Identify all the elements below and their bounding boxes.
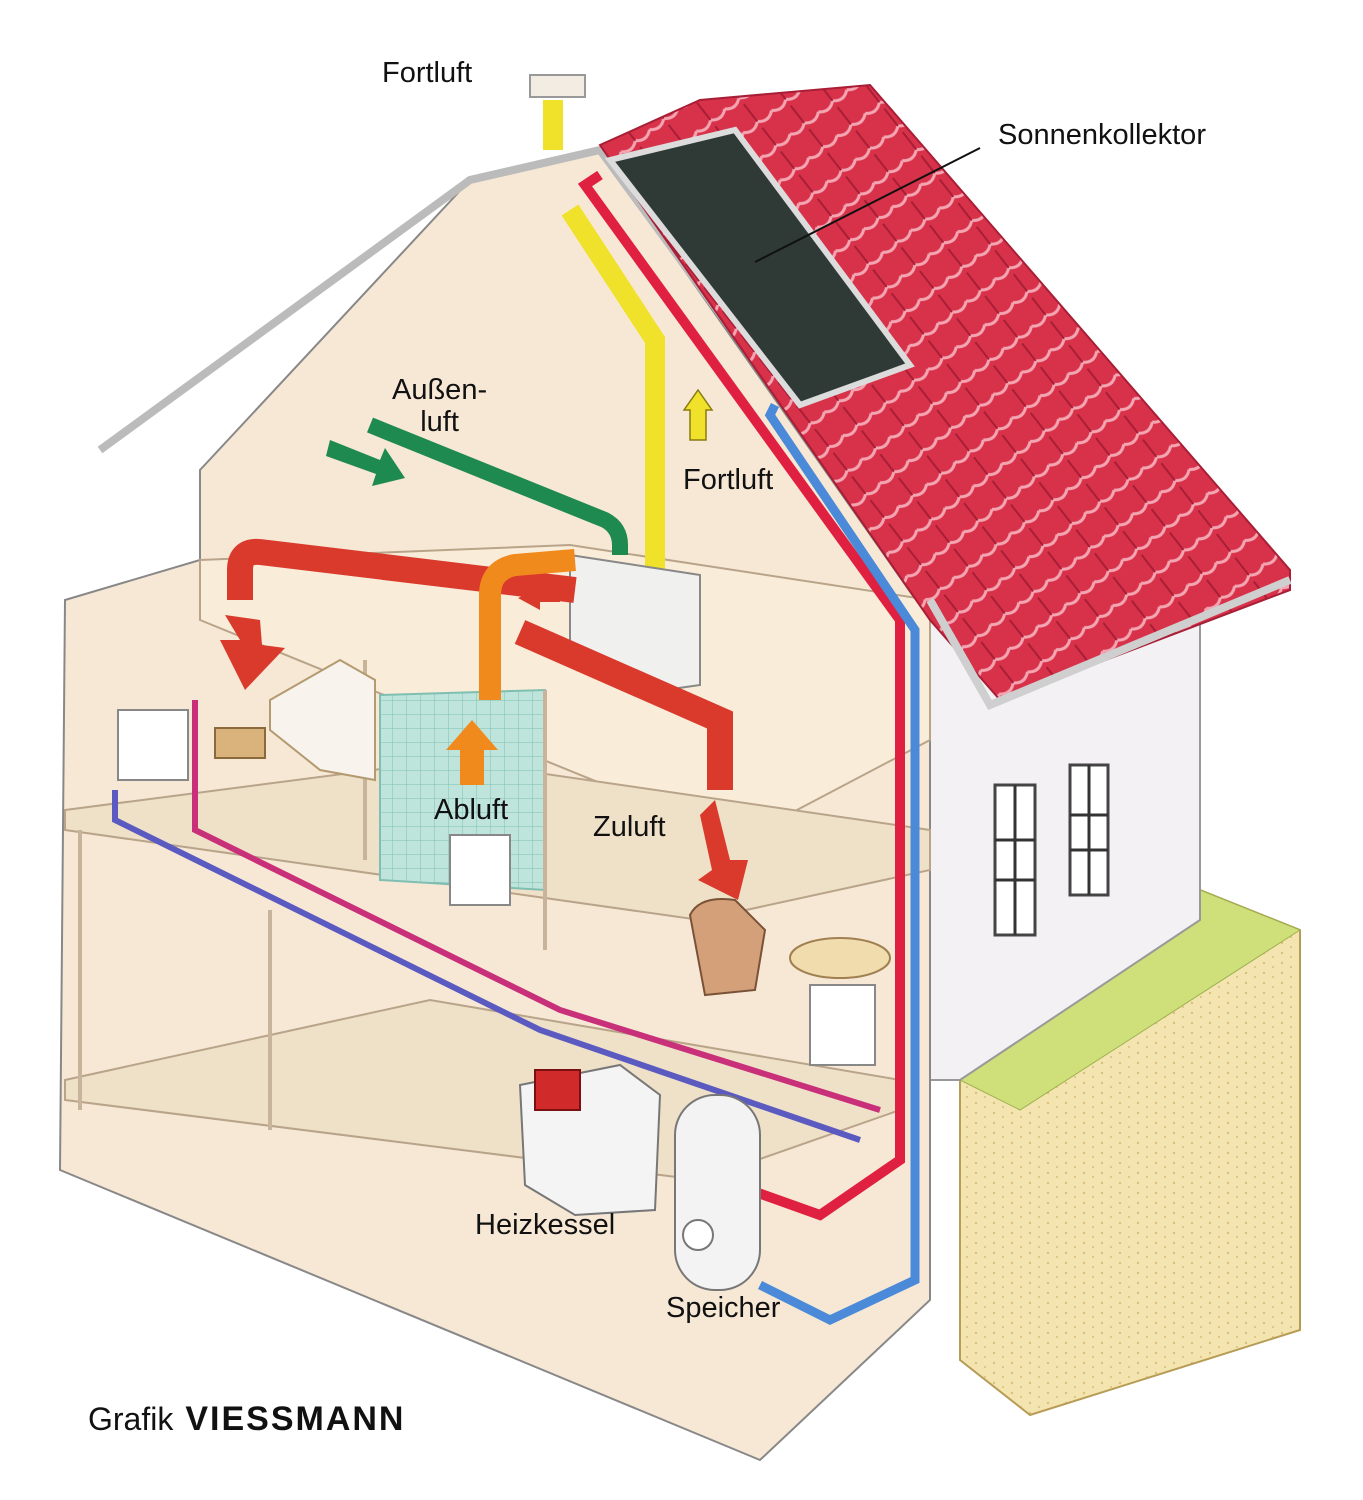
label-speicher: Speicher [666,1292,781,1324]
zuluft-arrow-living [698,800,748,900]
exhaust-duct-yellow [543,100,665,575]
label-zuluft: Zuluft [593,811,666,843]
leader-sonnenkollektor [754,147,981,263]
credit-prefix: Grafik [88,1401,174,1437]
boiler [518,1063,662,1217]
extract-air-duct-orange [479,549,576,700]
gutter [926,576,1292,711]
label-abluft: Abluft [434,794,509,826]
roof-vent-cap [529,74,586,98]
label-fortluft-top: Fortluft [382,57,473,89]
attic-floor [199,543,931,842]
fortluft-arrow [682,388,714,441]
storage-tank [674,1094,761,1291]
bedside-table [214,727,266,759]
radiator-bathroom [449,834,511,906]
solar-collector [604,126,915,409]
abluft-small-arrow [518,588,560,610]
solar-return-pipe-blue [757,402,920,1326]
side-wall-windows [993,763,1110,937]
label-fortluft-mid: Fortluft [683,464,774,496]
heating-flow-pipe [192,700,881,1113]
armchair [688,898,767,997]
image-credit: Grafik VIESSMANN [88,1400,405,1439]
heating-return-pipe [112,790,861,1143]
outside-air-duct-green [367,417,628,555]
label-sonnenkollektor: Sonnenkollektor [998,119,1206,151]
label-aussenluft: Außen- luft [392,374,488,439]
supply-air-duct-red [227,538,733,790]
zuluft-arrow-bedroom [220,615,285,690]
label-heizkessel: Heizkessel [475,1209,616,1241]
radiator-living [809,984,876,1066]
abluft-arrow [446,720,498,785]
label-aussenluft-line1: Außen- [392,374,488,406]
bed [269,658,376,782]
solar-flow-pipe-red [577,170,905,1221]
label-aussenluft-line2: luft [420,405,459,438]
credit-brand-logo: VIESSMANN [185,1400,406,1438]
side-table [789,937,891,979]
radiator-bedroom [117,709,189,781]
aussenluft-arrow [326,440,405,486]
